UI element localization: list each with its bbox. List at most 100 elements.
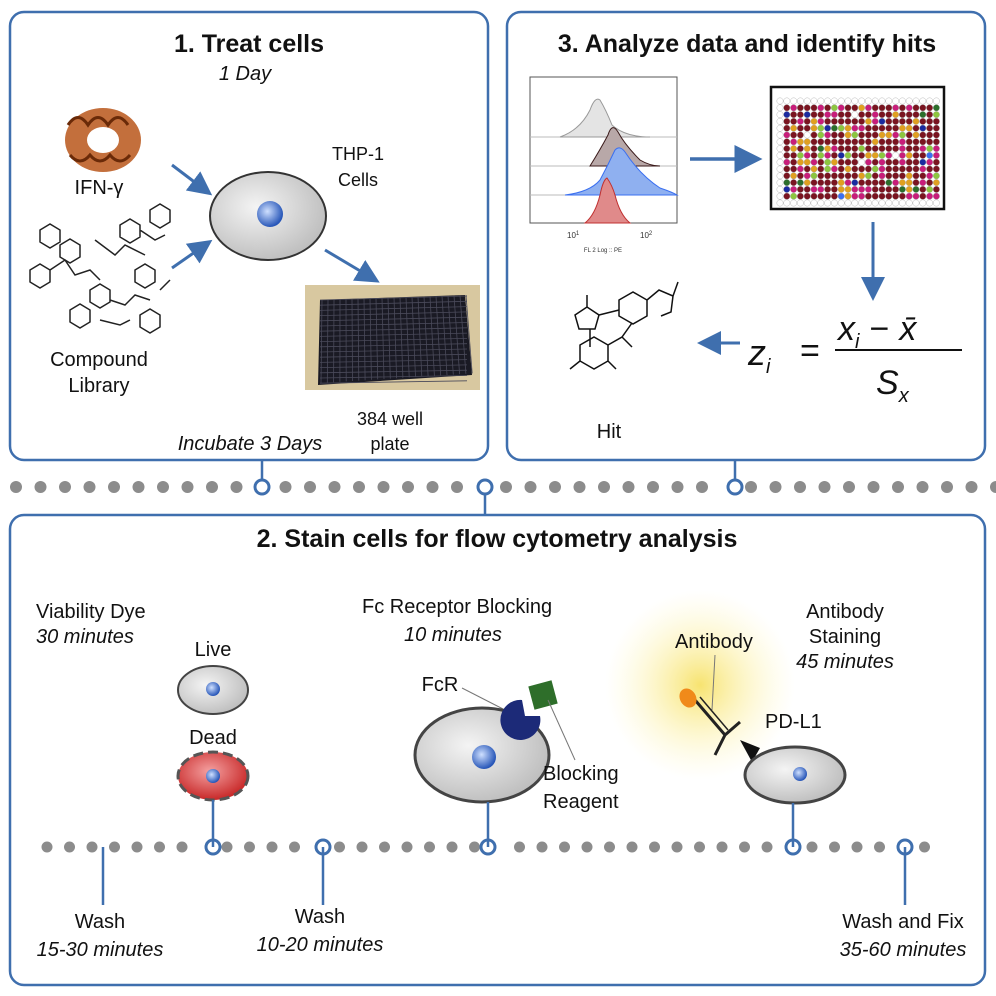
timeline-dot [10, 481, 22, 493]
heatmap-well [878, 111, 886, 119]
heatmap-well [899, 111, 906, 119]
heatmap-well [831, 192, 838, 200]
heatmap-well [865, 179, 872, 187]
heatmap-well [831, 118, 838, 125]
timeline-dot [745, 481, 757, 493]
heatmap-well [912, 104, 920, 112]
heatmap-well [865, 192, 872, 200]
heatmap-well [776, 185, 784, 193]
heatmap-well [926, 138, 933, 146]
heatmap-well [871, 151, 879, 159]
fluorophore-icon [679, 688, 697, 708]
heatmap-well [831, 97, 838, 105]
heatmap-well [783, 124, 791, 132]
viability-time: 30 minutes [36, 626, 134, 648]
heatmap-well [858, 172, 865, 180]
heatmap-well [844, 124, 852, 132]
heatmap-well [844, 131, 852, 139]
heatmap-well [803, 192, 811, 200]
timeline-dot [649, 841, 660, 853]
heatmap-well [926, 158, 933, 166]
heatmap-well [933, 131, 940, 139]
heatmap-well [837, 192, 845, 200]
timeline-dot [41, 841, 53, 853]
timeline-dot [581, 841, 593, 853]
heatmap-well [905, 151, 913, 159]
heatmap-well [783, 145, 791, 153]
heatmap-well [797, 165, 804, 173]
timeline-dot [109, 841, 120, 853]
heatmap-well [824, 145, 831, 153]
timeline-dot [990, 481, 996, 493]
blocking-reagent-line1: Blocking [543, 763, 619, 785]
heatmap-well [899, 192, 906, 200]
heatmap-well [810, 185, 818, 193]
heatmap-well [824, 172, 831, 180]
heatmap-well [912, 192, 920, 200]
heatmap-well [844, 97, 852, 105]
heatmap-well [824, 165, 831, 173]
heatmap-well [810, 165, 818, 173]
heatmap-well [817, 199, 825, 207]
heatmap-well [905, 192, 913, 200]
hist-tick-10-2: 102 [640, 231, 653, 240]
timeline-dot [221, 841, 233, 853]
heatmap-well [824, 138, 831, 146]
heatmap-well [831, 179, 838, 187]
heatmap-well [919, 179, 927, 187]
timeline-dot [671, 481, 684, 493]
heatmap-well [831, 104, 838, 112]
heatmap-well [831, 138, 838, 146]
heatmap-well [933, 151, 940, 159]
antibody-cell-icon [743, 745, 847, 805]
heatmap-well [831, 124, 838, 132]
timeline-dot [266, 841, 278, 853]
heatmap-well [790, 172, 797, 180]
heatmap-well [810, 97, 818, 105]
heatmap-well [933, 145, 940, 153]
heatmap-well [810, 158, 818, 166]
heatmap-well [790, 185, 797, 193]
heatmap-well [905, 111, 913, 119]
heatmap-well [844, 185, 852, 193]
arrow-icon [171, 163, 213, 196]
heatmap-well [851, 118, 859, 125]
heatmap-well [899, 124, 906, 132]
heatmap-well [878, 192, 886, 200]
heatmap-well [776, 124, 784, 132]
timeline-dot [353, 481, 365, 493]
heatmap-well [803, 138, 811, 146]
timeline-dot [328, 481, 341, 493]
timeline-dot [451, 481, 463, 493]
heatmap-well [824, 199, 831, 207]
heatmap-well [844, 118, 852, 125]
heatmap-well [933, 172, 940, 180]
timeline-dot [244, 841, 255, 853]
heatmap-well [790, 138, 797, 146]
heatmap-well [851, 131, 859, 139]
timeline-dot [829, 841, 840, 853]
heatmap-well [851, 192, 859, 200]
heatmap-well [919, 199, 927, 207]
heatmap-well [810, 138, 818, 146]
heatmap-well [783, 118, 791, 125]
heatmap-well [810, 124, 818, 132]
timeline-dot [536, 841, 548, 853]
heatmap-well [865, 124, 872, 132]
heatmap-well [878, 118, 886, 125]
heatmap-well [892, 124, 899, 132]
heatmap-well [817, 165, 825, 173]
heatmap-well [851, 104, 859, 112]
timeline-dot [379, 841, 390, 853]
timeline-dot [500, 481, 512, 493]
heatmap-well [926, 199, 933, 207]
timeline-dot [59, 481, 71, 493]
timeline-dot [892, 481, 904, 493]
heatmap-well [892, 158, 899, 166]
heatmap-well [844, 111, 852, 119]
well-plate-photo [305, 285, 480, 390]
heatmap-well [905, 131, 913, 139]
heatmap-well [790, 131, 797, 139]
timeline-dot [769, 481, 782, 493]
